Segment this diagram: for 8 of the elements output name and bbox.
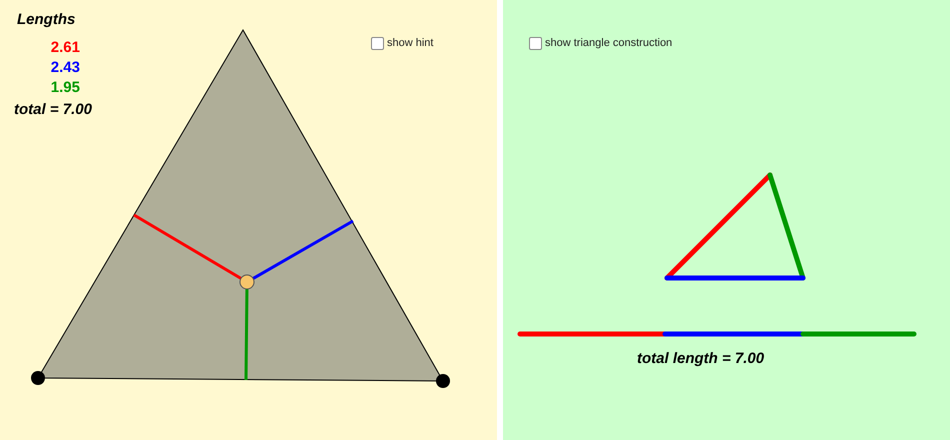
total-text: total length = 7.00: [637, 351, 764, 366]
checkbox: show triangle construction: [529, 37, 672, 50]
checkbox: show hint: [371, 37, 434, 50]
total-text: total = 7.00: [14, 102, 92, 117]
length-value: 2.61: [50, 40, 80, 55]
length-value: 2.43: [50, 60, 80, 75]
length-value: 1.95: [50, 80, 80, 95]
heading: Lengths: [17, 12, 76, 27]
